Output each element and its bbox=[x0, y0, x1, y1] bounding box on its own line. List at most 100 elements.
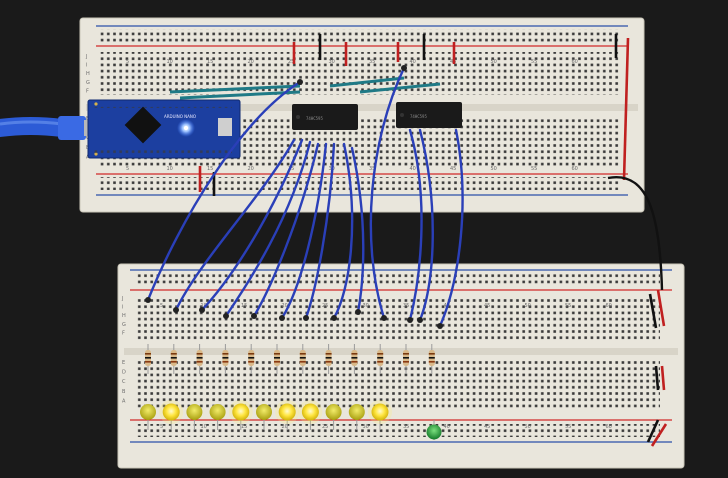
row-label: J bbox=[85, 54, 87, 60]
row-label: F bbox=[122, 330, 125, 336]
column-label: 20 bbox=[248, 59, 254, 65]
resistor bbox=[428, 344, 435, 374]
resistor bbox=[351, 344, 358, 374]
row-label: I bbox=[122, 305, 123, 311]
shift-register-1: 74HC595 bbox=[292, 104, 358, 130]
resistor bbox=[145, 344, 151, 374]
chip-1-label: 74HC595 bbox=[306, 116, 323, 121]
column-label: 10 bbox=[201, 424, 207, 430]
column-label: 35 bbox=[369, 59, 375, 65]
wire-endpoints bbox=[145, 65, 443, 329]
resistor bbox=[170, 344, 177, 374]
resistor bbox=[403, 344, 409, 374]
arduino-nano: ARDUINO NANO bbox=[87, 99, 241, 159]
led bbox=[140, 404, 156, 430]
column-label: 25 bbox=[288, 166, 294, 172]
row-label: G bbox=[86, 80, 90, 86]
resistor bbox=[325, 344, 332, 374]
column-label: 20 bbox=[282, 303, 288, 309]
row-label: G bbox=[122, 322, 126, 328]
resistor bbox=[377, 344, 384, 374]
row-label: C bbox=[122, 379, 126, 385]
green-led bbox=[426, 420, 442, 440]
column-label: 30 bbox=[329, 59, 335, 65]
column-label: 50 bbox=[491, 59, 497, 65]
led bbox=[159, 400, 184, 430]
column-label: 50 bbox=[491, 166, 497, 172]
column-label: 10 bbox=[167, 59, 173, 65]
column-label: 35 bbox=[403, 424, 409, 430]
led bbox=[228, 400, 253, 430]
resistor bbox=[248, 344, 255, 374]
resistor bbox=[196, 344, 203, 374]
resistor-row bbox=[145, 344, 435, 374]
column-label: 60 bbox=[606, 303, 612, 309]
top-rail-holes bbox=[100, 29, 620, 42]
resistor bbox=[222, 344, 229, 374]
shift-register-2: 74HC595 bbox=[396, 102, 462, 128]
column-label: 25 bbox=[322, 424, 328, 430]
bottom-breadboard: 5510101515202025253030353540404545505055… bbox=[117, 263, 685, 469]
row-label: B bbox=[122, 389, 126, 395]
led bbox=[325, 404, 342, 430]
row-label: E bbox=[122, 360, 125, 366]
resistor bbox=[274, 344, 280, 374]
led bbox=[368, 400, 392, 430]
nano-label: ARDUINO NANO bbox=[164, 114, 196, 119]
column-label: 5 bbox=[160, 303, 163, 309]
column-label: 15 bbox=[207, 59, 213, 65]
column-label: 60 bbox=[572, 59, 578, 65]
column-label: 15 bbox=[241, 424, 247, 430]
usb-cable bbox=[0, 116, 96, 140]
column-label: 45 bbox=[484, 424, 490, 430]
led bbox=[348, 404, 365, 430]
column-label: 25 bbox=[288, 59, 294, 65]
column-label: 55 bbox=[531, 59, 537, 65]
column-label: 30 bbox=[363, 303, 369, 309]
column-label: 20 bbox=[282, 424, 288, 430]
column-label: 15 bbox=[241, 303, 247, 309]
column-label: 40 bbox=[410, 59, 416, 65]
column-label: 5 bbox=[126, 166, 129, 172]
column-label: 45 bbox=[484, 303, 490, 309]
column-label: 50 bbox=[525, 303, 531, 309]
column-label: 40 bbox=[410, 166, 416, 172]
row-label: H bbox=[122, 313, 126, 319]
column-label: 50 bbox=[525, 424, 531, 430]
row-label: I bbox=[86, 63, 87, 69]
row-label: A bbox=[122, 398, 126, 404]
column-label: 5 bbox=[126, 59, 129, 65]
blue-wires bbox=[146, 66, 464, 328]
column-label: 10 bbox=[167, 166, 173, 172]
led bbox=[275, 400, 300, 430]
column-label: 40 bbox=[444, 424, 450, 430]
led bbox=[256, 404, 272, 430]
board-link-wire bbox=[607, 175, 668, 447]
chip-2-label: 74HC595 bbox=[410, 114, 427, 119]
row-label: D bbox=[122, 370, 126, 376]
column-label: 55 bbox=[565, 424, 571, 430]
column-label: 60 bbox=[572, 166, 578, 172]
led bbox=[186, 404, 203, 430]
column-label: 25 bbox=[322, 303, 328, 309]
column-label: 20 bbox=[248, 166, 254, 172]
column-label: 35 bbox=[369, 166, 375, 172]
top-board-jumpers bbox=[169, 34, 630, 196]
column-label: 45 bbox=[450, 166, 456, 172]
column-label: 10 bbox=[201, 303, 207, 309]
top-upper-terminals bbox=[100, 52, 620, 95]
column-label: 30 bbox=[363, 424, 369, 430]
row-label: H bbox=[86, 71, 90, 77]
led bbox=[209, 404, 226, 430]
led-row bbox=[140, 400, 442, 440]
row-label: F bbox=[86, 88, 89, 94]
column-label: 55 bbox=[531, 166, 537, 172]
column-label: 35 bbox=[403, 303, 409, 309]
column-label: 5 bbox=[160, 424, 163, 430]
column-label: 55 bbox=[565, 303, 571, 309]
resistor bbox=[299, 344, 306, 374]
row-label: J bbox=[121, 296, 123, 302]
column-label: 15 bbox=[207, 166, 213, 172]
